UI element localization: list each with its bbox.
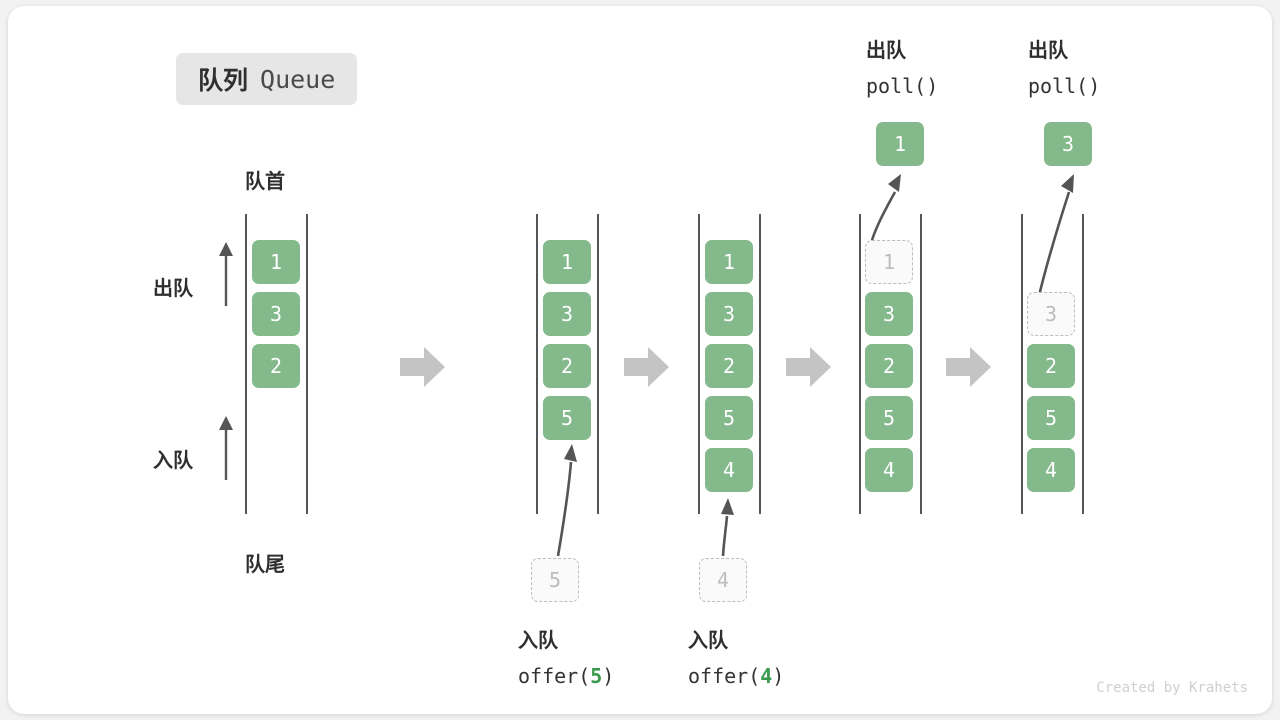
queue-item: 2	[543, 344, 591, 388]
transition-arrow-1-icon	[400, 347, 445, 387]
queue-item: 4	[865, 448, 913, 492]
caption-offer-5: 入队 offer(5)	[518, 624, 614, 694]
caption-poll-1: 出队 poll()	[866, 34, 938, 104]
popped-box-3: 3	[1044, 122, 1092, 166]
transition-arrow-2-icon	[624, 347, 669, 387]
queue-item: 4	[1027, 448, 1075, 492]
title-badge: 队列 Queue	[176, 53, 358, 105]
rail-left-p5	[1021, 214, 1023, 514]
queue-item: 3	[252, 292, 300, 336]
enqueue-arrow-icon	[219, 416, 233, 480]
ghost-box-offer-5: 5	[531, 558, 579, 602]
dequeue-arrow-icon	[219, 242, 233, 306]
queue-item: 2	[705, 344, 753, 388]
ghost-box-offer-4: 4	[699, 558, 747, 602]
caption-offer-4-cn: 入队	[688, 630, 728, 652]
queue-item: 1	[705, 240, 753, 284]
ghost-box-poll-1: 1	[865, 240, 913, 284]
caption-poll-3: 出队 poll()	[1028, 34, 1100, 104]
queue-item: 5	[705, 396, 753, 440]
queue-item: 4	[705, 448, 753, 492]
caption-poll-1-cn: 出队	[866, 40, 906, 62]
queue-item: 5	[543, 396, 591, 440]
rail-left-p1	[245, 214, 247, 514]
caption-poll-3-cn: 出队	[1028, 40, 1068, 62]
queue-item: 3	[865, 292, 913, 336]
queue-item: 1	[543, 240, 591, 284]
rail-left-p2	[536, 214, 538, 514]
queue-item: 5	[1027, 396, 1075, 440]
rail-right-p1	[306, 214, 308, 514]
transition-arrow-3-icon	[786, 347, 831, 387]
queue-item: 1	[252, 240, 300, 284]
rail-left-p4	[859, 214, 861, 514]
poll-1-arrow-icon	[868, 174, 901, 249]
caption-offer-4-arg: 4	[760, 664, 773, 688]
diagram-card: 队列 Queue 队首 队尾 出队 入队 1 3 2 1 3 2 5 5 入队 offer…	[8, 6, 1272, 714]
rail-right-p3	[759, 214, 761, 514]
caption-offer-5-arg: 5	[590, 664, 603, 688]
queue-item: 2	[252, 344, 300, 388]
rail-right-p4	[920, 214, 922, 514]
title-en: Queue	[260, 64, 336, 94]
rail-right-p2	[597, 214, 599, 514]
ghost-box-poll-3: 3	[1027, 292, 1075, 336]
queue-item: 5	[865, 396, 913, 440]
poll-3-arrow-icon	[1036, 174, 1074, 301]
title-cn: 队列	[198, 67, 249, 95]
front-label: 队首	[245, 171, 285, 193]
footer-credit: Created by Krahets	[1096, 680, 1248, 696]
queue-item: 2	[1027, 344, 1075, 388]
dequeue-label: 出队	[153, 278, 193, 300]
caption-poll-3-code: poll()	[1028, 74, 1101, 98]
caption-poll-1-code: poll()	[866, 74, 939, 98]
transition-arrow-4-icon	[946, 347, 991, 387]
enqueue-label: 入队	[153, 450, 193, 472]
caption-offer-4: 入队 offer(4)	[688, 624, 784, 694]
queue-item: 3	[543, 292, 591, 336]
caption-offer-5-cn: 入队	[518, 630, 558, 652]
rail-left-p3	[698, 214, 700, 514]
offer-4-arrow-icon	[721, 498, 734, 557]
offer-5-arrow-icon	[556, 444, 577, 557]
popped-box-1: 1	[876, 122, 924, 166]
caption-offer-5-code: offer(5)	[518, 664, 615, 688]
rear-label: 队尾	[245, 554, 285, 576]
caption-offer-4-code: offer(4)	[688, 664, 785, 688]
queue-item: 3	[705, 292, 753, 336]
rail-right-p5	[1082, 214, 1084, 514]
queue-item: 2	[865, 344, 913, 388]
